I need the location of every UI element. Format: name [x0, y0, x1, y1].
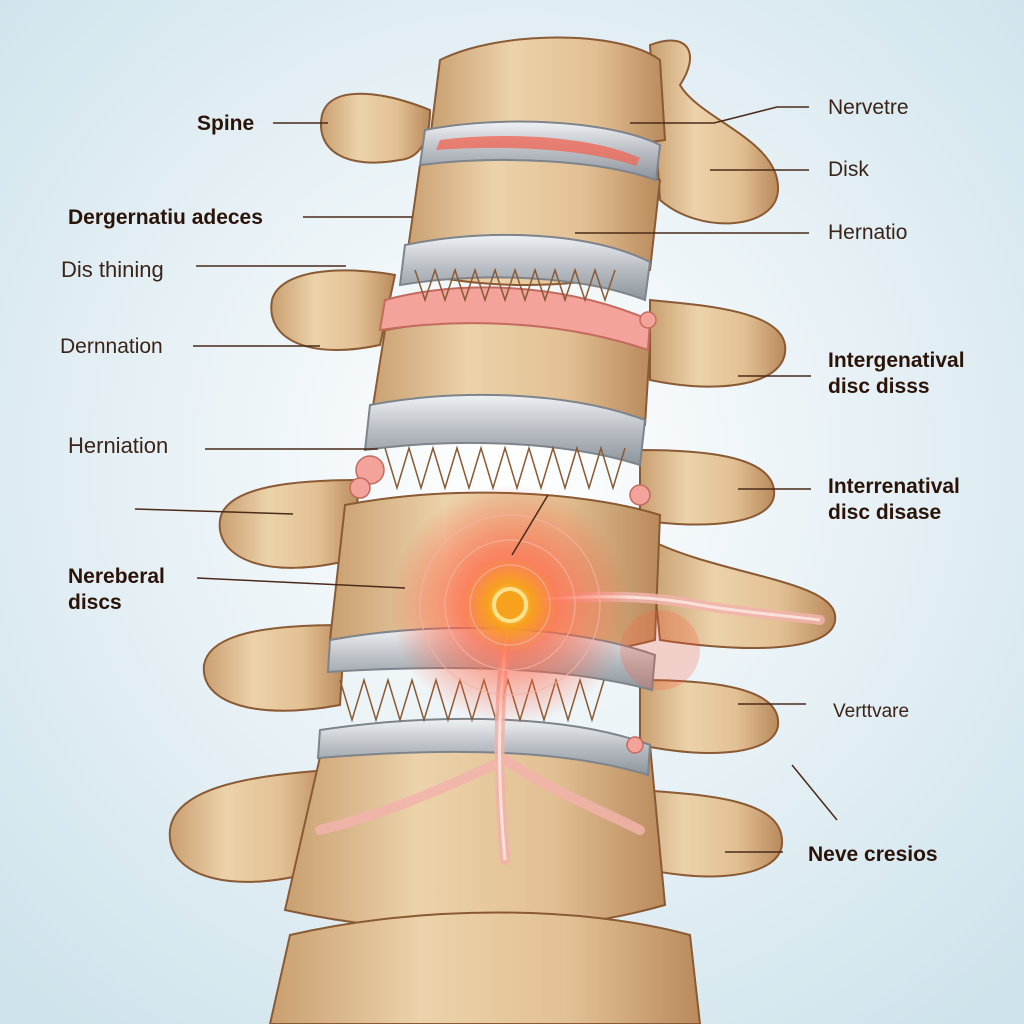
inflamed-disc-edge: [436, 135, 640, 166]
process-right-6: [628, 788, 784, 878]
disc-1: [418, 120, 662, 182]
disc-3: [363, 393, 647, 467]
process-right-1: [648, 39, 780, 225]
label-dergernatiu-adeces: Dergernatiu adeces: [68, 206, 263, 229]
label-interrenatival-disc-disase: Interrenatival disc disase: [828, 475, 960, 524]
process-left-4: [202, 623, 347, 712]
label-hernatio: Hernatio: [828, 221, 908, 244]
pain-core: [492, 587, 528, 623]
process-right-5: [639, 678, 780, 754]
process-left-1: [320, 92, 432, 164]
label-verttvare: Verttvare: [833, 701, 910, 722]
vertebra-6: [268, 911, 702, 1024]
process-right-2: [649, 298, 787, 388]
process-left-5: [168, 768, 332, 883]
label-dernnation: Dernnation: [60, 335, 163, 358]
label-disk: Disk: [828, 158, 869, 181]
label-nervetre: Nervetre: [828, 96, 909, 119]
label-nereberal-discs: Nereberal discs: [68, 565, 165, 614]
process-left-3: [218, 478, 362, 569]
inflamed-herniation: [378, 286, 652, 352]
label-neve-cresios: Neve cresios: [808, 843, 938, 866]
process-right-3: [639, 448, 776, 526]
label-intergenatival-disc-disss: Intergenatival disc disss: [828, 349, 965, 398]
label-dis-thining: Dis thining: [61, 257, 164, 282]
disc-5: [316, 717, 652, 777]
disc-2: [398, 233, 652, 302]
label-spine: Spine: [197, 112, 255, 135]
label-herniation: Herniation: [68, 433, 169, 458]
process-left-2: [270, 269, 397, 351]
